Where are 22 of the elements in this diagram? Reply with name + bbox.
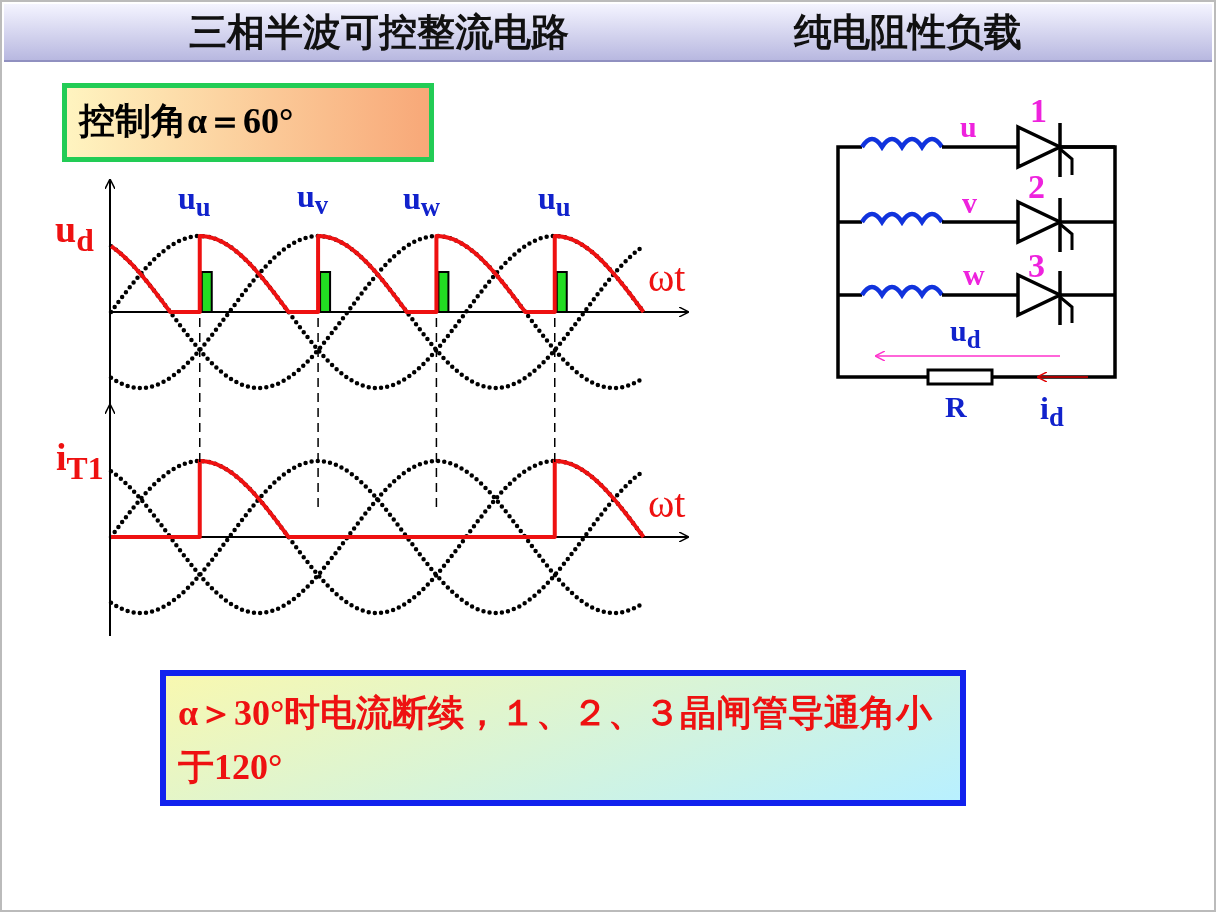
- axis-label: ωt: [648, 258, 686, 298]
- axis-label: i$_{T1}$: [56, 438, 104, 485]
- phase-label: u$_{v}$: [297, 180, 329, 220]
- phase-label: w: [963, 260, 985, 290]
- resistor-label: R: [945, 392, 967, 422]
- note-box: α＞30°时电流断续，１、２、３晶闸管导通角小于120°: [160, 670, 966, 806]
- header-bar: [4, 4, 1212, 62]
- phase-label: u$_{w}$: [403, 182, 441, 222]
- axis-label: ωt: [648, 484, 686, 524]
- phase-label: v: [962, 188, 977, 218]
- thyristor-number: 2: [1028, 170, 1045, 204]
- voltage-label: u$_{d}$: [950, 316, 981, 352]
- phase-label: u: [960, 112, 977, 142]
- heading: 纯电阻性负载: [794, 12, 1022, 54]
- thyristor-number: 3: [1028, 249, 1045, 283]
- current-label: i$_{d}$: [1040, 392, 1064, 432]
- axis-label: u$_{d}$: [55, 210, 94, 257]
- heading: 三相半波可控整流电路: [189, 12, 569, 54]
- phase-label: u$_{u}$: [538, 182, 571, 222]
- phase-label: u$_{u}$: [178, 182, 211, 222]
- angle-box: 控制角α＝60°: [62, 83, 434, 162]
- thyristor-number: 1: [1030, 94, 1047, 128]
